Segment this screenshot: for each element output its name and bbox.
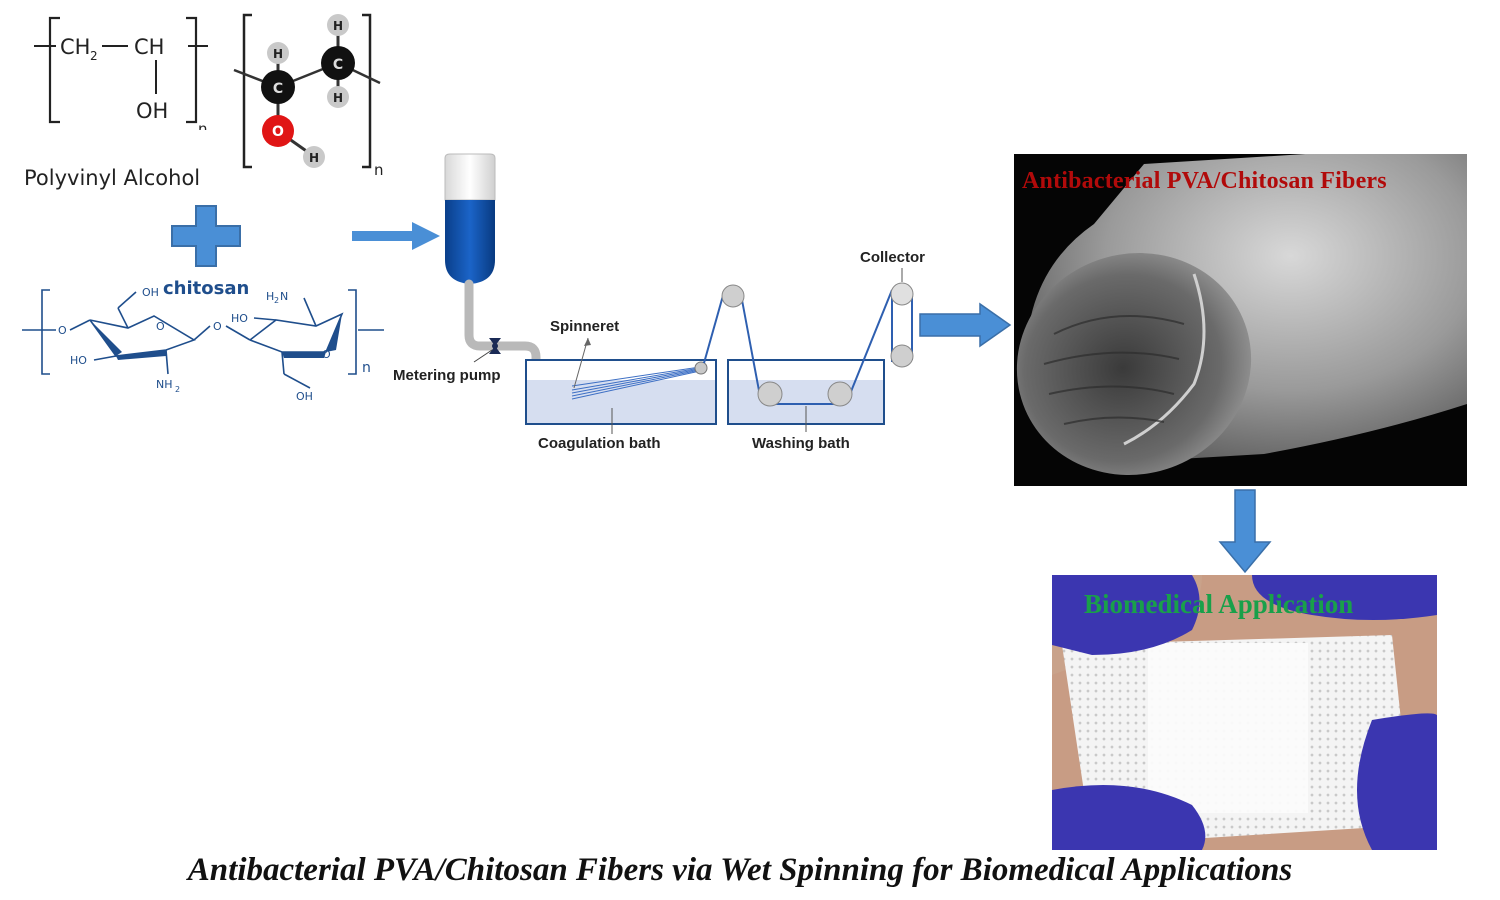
chitosan-ring-o-text: O xyxy=(156,320,165,333)
chitosan-h2n-sub: 2 xyxy=(274,296,279,305)
chitosan-label: chitosan xyxy=(163,278,250,299)
svg-text:H: H xyxy=(333,91,343,105)
chitosan-repeat-n: n xyxy=(362,360,371,376)
chitosan-oh2-text: OH xyxy=(296,390,313,403)
arrow-right-icon xyxy=(352,222,440,250)
chitosan-h2n-n: N xyxy=(280,290,288,303)
metering-pump-valve xyxy=(473,338,501,363)
coagulation-bath-label: Coagulation bath xyxy=(538,435,661,452)
pva-label: Polyvinyl Alcohol xyxy=(24,166,201,190)
hydrogen-atom: H xyxy=(267,42,289,64)
oxygen-atom: O xyxy=(262,115,294,147)
pva-oh-text: OH xyxy=(136,99,168,123)
svg-text:H: H xyxy=(333,19,343,33)
carbon-atom: C xyxy=(321,46,355,80)
chitosan-bridge-o-text: O xyxy=(213,320,222,333)
polymer-reservoir xyxy=(444,153,496,284)
chitosan-nh2-sub: 2 xyxy=(175,385,180,394)
svg-text:C: C xyxy=(273,81,283,97)
svg-text:C: C xyxy=(333,57,343,73)
washing-bath-label: Washing bath xyxy=(752,435,850,452)
pva-ball-stick-model: H H H H C C O n xyxy=(233,13,384,179)
pva-ball-repeat-n: n xyxy=(374,161,384,179)
chitosan-structure: O OH HO NH 2 O O HO H 2 N O OH n xyxy=(22,286,384,403)
figure-caption: Antibacterial PVA/Chitosan Fibers via We… xyxy=(187,852,1293,888)
svg-text:H: H xyxy=(273,47,283,61)
pva-structural-formula: CH 2 CH OH n xyxy=(34,16,208,130)
chitosan-ho2-text: HO xyxy=(231,312,248,325)
sem-panel-title: Antibacterial PVA/Chitosan Fibers xyxy=(1022,168,1387,194)
plus-icon xyxy=(171,205,241,267)
spinneret-label: Spinneret xyxy=(550,318,620,335)
chitosan-h2n-h: H xyxy=(266,290,274,303)
pva-ch2-subscript: 2 xyxy=(90,49,98,63)
chitosan-ring-o2-text: O xyxy=(322,348,331,361)
chitosan-o-text: O xyxy=(58,324,67,337)
carbon-atom: C xyxy=(261,70,295,104)
arrow-down-icon xyxy=(1218,489,1272,574)
hydrogen-atom: H xyxy=(327,86,349,108)
hydrogen-atom: H xyxy=(327,14,349,36)
biomedical-application-photo: Biomedical Application xyxy=(1052,575,1437,850)
collector-label: Collector xyxy=(860,249,926,266)
arrow-right-icon xyxy=(919,302,1012,348)
hydrogen-atom: H xyxy=(303,146,325,168)
svg-text:H: H xyxy=(309,151,319,165)
coagulation-bath xyxy=(525,359,717,425)
bio-panel-title: Biomedical Application xyxy=(1084,589,1354,619)
pva-ch2-text: CH xyxy=(60,35,90,59)
chitosan-oh-text: OH xyxy=(142,286,159,299)
chitosan-ho-text: HO xyxy=(70,354,87,367)
pva-repeat-n: n xyxy=(198,120,208,130)
sem-fiber-image: Antibacterial PVA/Chitosan Fibers xyxy=(1014,154,1467,486)
chitosan-nh2-text: NH xyxy=(156,378,173,391)
metering-pump-label: Metering pump xyxy=(393,367,501,384)
svg-text:O: O xyxy=(272,124,284,140)
collector-rollers xyxy=(890,268,914,368)
wet-spinning-process-diagram: Spinneret Metering pump Coagulation bath… xyxy=(340,150,960,470)
pva-ch-text: CH xyxy=(134,35,164,59)
